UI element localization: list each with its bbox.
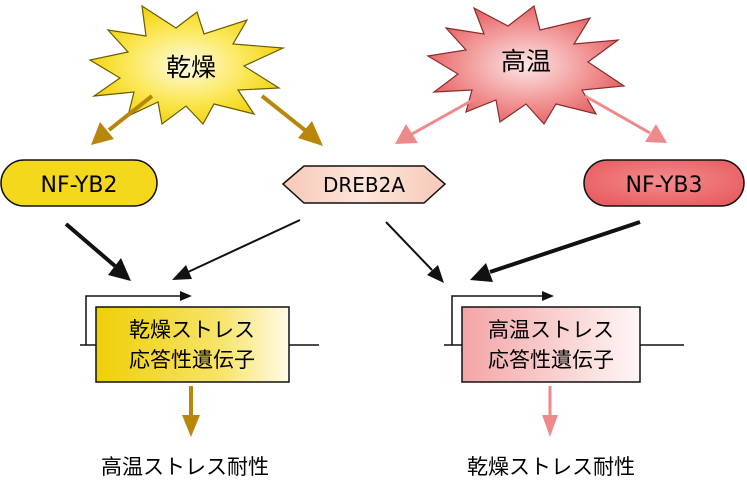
heat-gene-promoter-line: [451, 295, 546, 345]
drought-label: 乾燥: [166, 53, 216, 82]
drought-to-dreb2a-arrowhead: [298, 121, 323, 146]
dreb2a-label: DREB2A: [323, 173, 405, 197]
nfyb3-to-heat-gene-arrowhead: [470, 263, 493, 282]
heat-burst-shape: [426, 4, 626, 126]
drought-arrows: [91, 94, 323, 146]
drought-gene-promoter-line: [85, 295, 184, 345]
drought-gene-box: [95, 306, 290, 383]
dreb2a-hexagon: [281, 165, 447, 204]
heat-gene-output-arrowhead: [542, 415, 558, 437]
output-arrows: [182, 386, 558, 437]
heat-gene-box: [461, 306, 641, 383]
nfyb3-factor: NF-YB3: [583, 159, 745, 207]
nfyb2-factor: NF-YB2: [0, 159, 158, 207]
heat-gene-line2: 応答性遺伝子: [488, 348, 614, 372]
heat-to-dreb2a-arrowhead: [395, 124, 418, 144]
dreb2a-to-heat-gene-arrowhead: [427, 265, 444, 283]
drought-burst-shape: [88, 4, 286, 126]
heat-arrows: [395, 94, 667, 144]
nfyb2-to-drought-gene-line: [64, 222, 117, 268]
activation-arrows: [64, 219, 641, 283]
dreb2a-to-drought-gene-line: [187, 219, 301, 273]
heat-stress-burst: 高温: [426, 4, 626, 126]
nfyb2-label: NF-YB2: [41, 173, 118, 198]
outcome-left-label: 高温ストレス耐性: [101, 455, 269, 479]
dreb2a-to-heat-gene-line: [385, 221, 433, 271]
drought-stress-burst: 乾燥: [88, 4, 286, 126]
dreb2a-factor: DREB2A: [281, 165, 447, 204]
heat-gene: 高温ストレス 応答性遺伝子: [444, 291, 684, 383]
dreb2a-to-drought-gene-arrowhead: [172, 265, 192, 280]
heat-gene-line1: 高温ストレス: [488, 318, 614, 342]
drought-to-nfyb2-arrowhead: [91, 122, 114, 145]
drought-gene-line2: 応答性遺伝子: [129, 348, 255, 372]
nfyb2-to-drought-gene-arrowhead: [108, 258, 131, 281]
drought-gene: 乾燥ストレス 応答性遺伝子: [80, 291, 319, 383]
nfyb2-pill: [0, 159, 158, 207]
outcome-right-label: 乾燥ストレス耐性: [467, 455, 635, 479]
heat-to-dreb2a-line: [411, 94, 481, 136]
drought-to-nfyb2-line: [107, 94, 154, 132]
drought-gene-line1: 乾燥ストレス: [129, 318, 255, 342]
nfyb3-pill: [583, 159, 745, 207]
drought-to-dreb2a-line: [260, 94, 308, 133]
heat-gene-promoter-arrowhead: [542, 291, 554, 301]
heat-label: 高温: [501, 47, 551, 76]
heat-to-nfyb3-arrowhead: [645, 124, 667, 143]
drought-gene-output-arrowhead: [182, 415, 200, 437]
nfyb3-label: NF-YB3: [626, 173, 703, 198]
nfyb3-to-heat-gene-line: [489, 220, 641, 274]
drought-gene-promoter-arrowhead: [180, 291, 192, 301]
heat-to-nfyb3-line: [584, 94, 651, 135]
